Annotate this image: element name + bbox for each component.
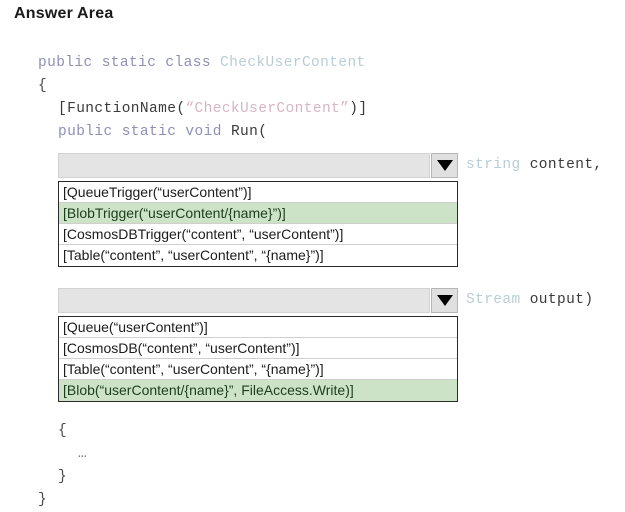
output-binding-signature: Stream output) bbox=[466, 290, 593, 311]
input-binding-option-list: [QueueTrigger(“userContent”)] [BlobTrigg… bbox=[58, 181, 458, 267]
list-item[interactable]: [Queue(“userContent”)] bbox=[59, 317, 457, 338]
code-keyword: public static void bbox=[58, 124, 231, 140]
code-line-body-close-brace: } bbox=[0, 465, 625, 488]
code-brace: } bbox=[58, 469, 68, 485]
code-ellipsis: … bbox=[78, 446, 88, 462]
input-binding-select[interactable] bbox=[58, 153, 430, 178]
code-attribute-open: [FunctionName( bbox=[58, 101, 186, 117]
input-binding-dropdown-group: string content, [QueueTrigger(“userConte… bbox=[58, 153, 602, 267]
signature-param: output) bbox=[520, 292, 594, 308]
code-class-name: CheckUserContent bbox=[220, 55, 366, 71]
input-binding-select-row: string content, bbox=[58, 153, 602, 180]
chevron-down-icon bbox=[436, 295, 453, 306]
code-line-ellipsis: … bbox=[0, 442, 625, 465]
signature-param: content, bbox=[520, 157, 603, 173]
code-line-class-close-brace: } bbox=[0, 488, 625, 511]
list-item[interactable]: [Table(“content”, “userContent”, “{name}… bbox=[59, 359, 457, 380]
signature-type: Stream bbox=[466, 292, 521, 308]
code-tail-block: { … } } bbox=[0, 419, 625, 511]
code-method-name: Run( bbox=[230, 124, 268, 140]
code-block: public static class CheckUserContent { [… bbox=[0, 52, 625, 144]
code-brace: { bbox=[38, 78, 48, 94]
output-binding-dropdown-toggle[interactable] bbox=[431, 288, 458, 313]
list-item[interactable]: [Table(“content”, “userContent”, “{name}… bbox=[63, 247, 324, 263]
code-line-body-open-brace: { bbox=[0, 419, 625, 442]
chevron-down-icon bbox=[436, 160, 453, 171]
output-binding-select-row: Stream output) bbox=[58, 288, 593, 315]
list-item[interactable]: [CosmosDBTrigger(“content”, “userContent… bbox=[59, 224, 457, 245]
output-binding-select[interactable] bbox=[58, 288, 430, 313]
code-line-function-name-attribute: [FunctionName(“CheckUserContent”)] bbox=[0, 98, 625, 121]
code-attribute-close: )] bbox=[349, 101, 368, 117]
code-brace: } bbox=[38, 492, 48, 508]
output-binding-dropdown-group: Stream output) [Queue(“userContent”)] [C… bbox=[58, 288, 593, 402]
list-item[interactable]: [Blob(“userContent/{name}”, FileAccess.W… bbox=[59, 380, 457, 401]
output-binding-option-list: [Queue(“userContent”)] [CosmosDB(“conten… bbox=[58, 316, 458, 402]
page-title: Answer Area bbox=[14, 5, 114, 22]
list-item[interactable]: [BlobTrigger(“userContent/{name}”)] bbox=[59, 203, 457, 224]
list-item[interactable]: [CosmosDB(“content”, “userContent”)] bbox=[59, 338, 457, 359]
input-binding-signature: string content, bbox=[466, 155, 603, 176]
code-brace: { bbox=[58, 423, 68, 439]
code-keyword: public static class bbox=[38, 55, 221, 71]
code-line-class-declaration: public static class CheckUserContent bbox=[0, 52, 625, 75]
code-line-method-signature: public static void Run( bbox=[0, 121, 625, 144]
input-binding-dropdown-toggle[interactable] bbox=[431, 153, 458, 178]
list-item[interactable]: [QueueTrigger(“userContent”)] bbox=[59, 182, 457, 203]
code-attribute-string: “CheckUserContent” bbox=[185, 101, 350, 117]
signature-type: string bbox=[466, 157, 521, 173]
code-line-open-brace: { bbox=[0, 75, 625, 98]
